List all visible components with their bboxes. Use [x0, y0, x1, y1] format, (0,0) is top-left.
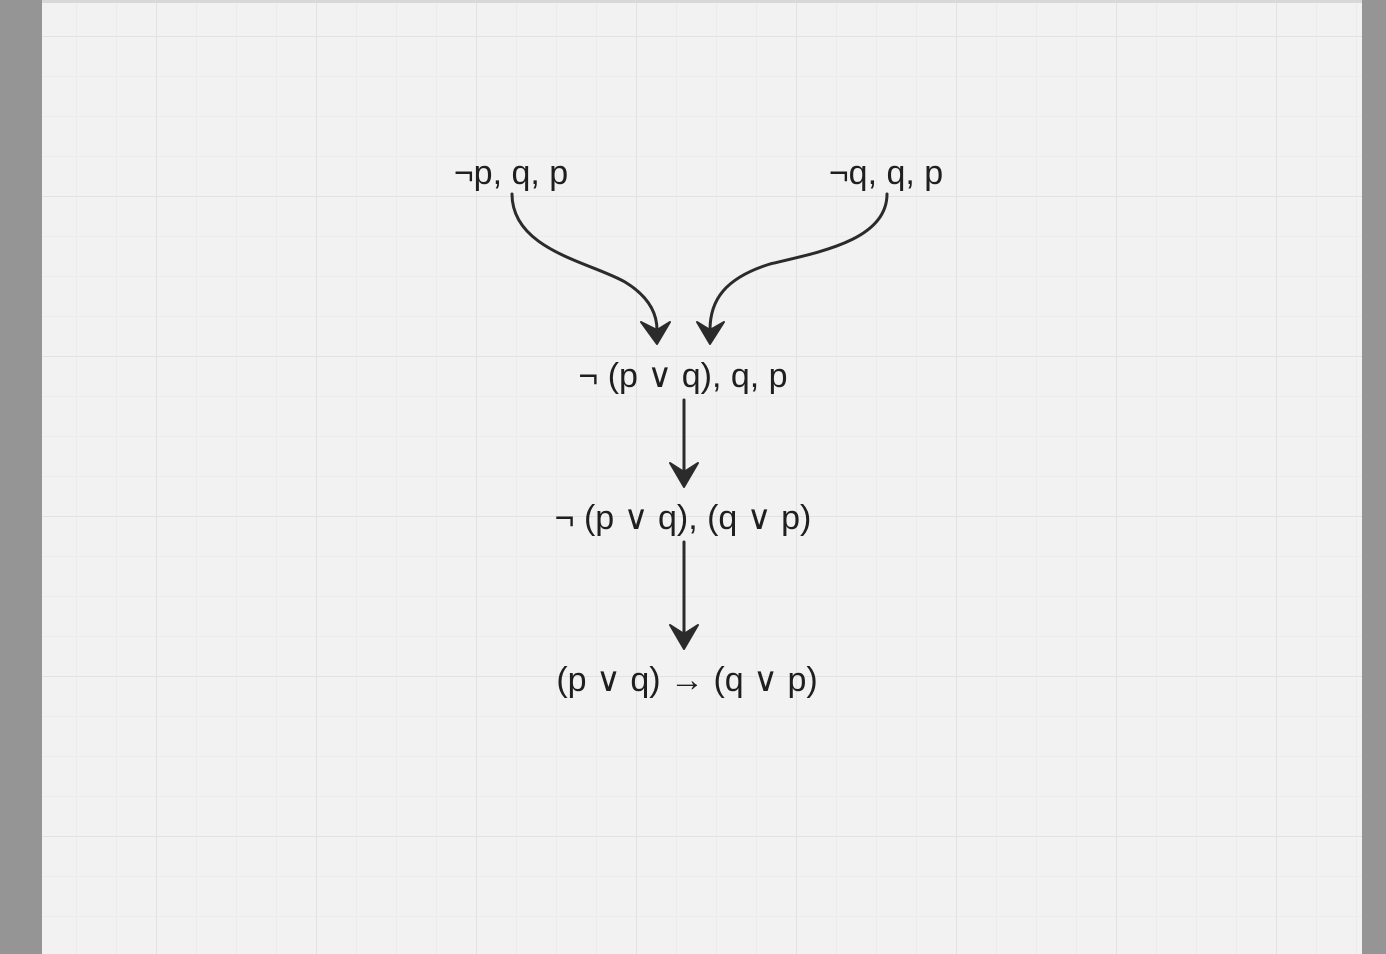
- node-n4[interactable]: ¬ (p ∨ q), (q ∨ p): [555, 499, 812, 537]
- whiteboard-canvas[interactable]: [42, 0, 1362, 954]
- edge-n2-to-n3[interactable]: [696, 192, 889, 345]
- node-n3[interactable]: ¬ (p ∨ q), q, p: [578, 357, 787, 395]
- edge-n3-to-n4[interactable]: [669, 398, 699, 488]
- node-n5[interactable]: (p ∨ q) → (q ∨ p): [556, 661, 817, 699]
- left-panel: [0, 0, 42, 954]
- right-panel: [1362, 0, 1386, 954]
- node-n2[interactable]: ¬q, q, p: [829, 154, 943, 192]
- node-n1[interactable]: ¬p, q, p: [454, 154, 568, 192]
- edge-n4-to-n5[interactable]: [669, 540, 699, 650]
- edge-n1-to-n3[interactable]: [510, 192, 671, 345]
